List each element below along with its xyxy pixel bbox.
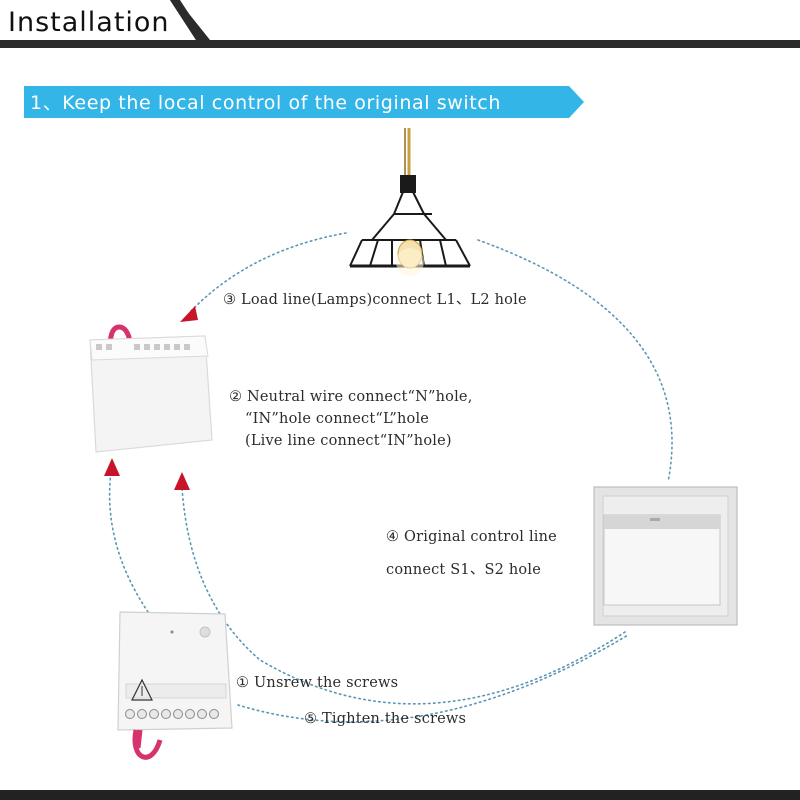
- header-bar-shape: [0, 0, 800, 48]
- pendant-lamp-icon: [349, 128, 471, 276]
- label-step1: ① Unsrew the screws: [236, 675, 399, 691]
- label-step2-line2: “IN”hole connect“L”hole: [245, 411, 430, 427]
- label-step4-line1: ④ Original control line: [386, 529, 557, 545]
- label-step3: ③ Load line(Lamps)connect L1、L2 hole: [223, 292, 527, 308]
- arrow-up-icon: [104, 306, 198, 490]
- open-module-icon: [117, 611, 233, 760]
- path-open-to-switch: [237, 634, 629, 723]
- arrow-into-module-right: [174, 472, 190, 490]
- label-step2-line3: (Live line connect“IN”hole): [245, 433, 452, 449]
- label-step4-line2: connect S1、S2 hole: [386, 562, 541, 578]
- path-lamp-to-switch: [477, 239, 673, 483]
- label-step5: ⑤ Tighten the screws: [304, 711, 467, 727]
- footer-bar: [0, 790, 800, 800]
- page-title: Installation: [8, 7, 170, 38]
- label-step2-line1: ② Neutral wire connect“N”hole,: [229, 389, 473, 405]
- header-bar: Installation: [0, 0, 800, 48]
- wall-switch-icon: [593, 486, 738, 626]
- step-banner: [24, 86, 584, 118]
- relay-module-icon: [89, 324, 213, 453]
- arrow-into-module-left: [104, 458, 120, 476]
- path-switch-to-module: [181, 487, 626, 705]
- path-open-to-module: [108, 464, 149, 613]
- path-lamp-to-module: [189, 232, 347, 313]
- step-banner-text: 1、Keep the local control of the original…: [30, 92, 501, 114]
- arrow-into-module-top: [180, 306, 198, 322]
